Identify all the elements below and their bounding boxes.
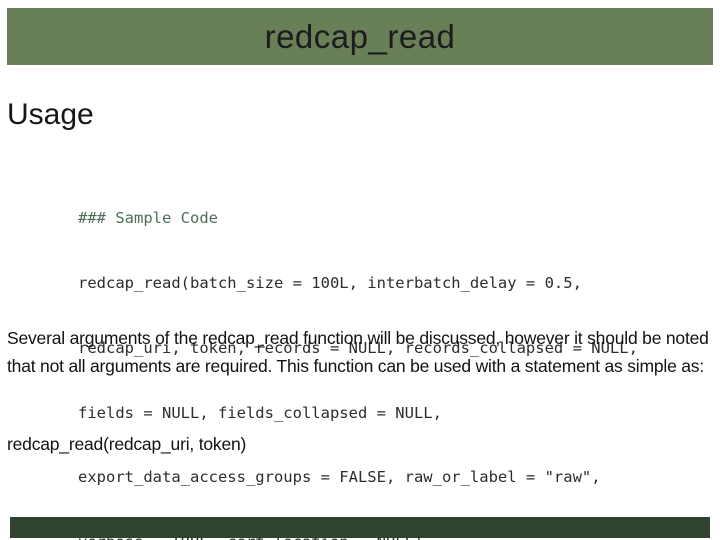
code-line: export_data_access_groups = FALSE, raw_o… xyxy=(78,468,601,487)
code-line: redcap_read(batch_size = 100L, interbatc… xyxy=(78,273,582,292)
title-bar: redcap_read xyxy=(7,8,713,65)
footer-bar xyxy=(10,517,710,538)
code-line: redcap_uri, token, records = NULL, recor… xyxy=(78,338,638,357)
code-comment-line: ### Sample Code xyxy=(78,209,218,228)
simple-call-text: redcap_read(redcap_uri, token) xyxy=(7,434,247,454)
slide-title: redcap_read xyxy=(264,17,456,55)
code-line: fields = NULL, fields_collapsed = NULL, xyxy=(78,403,442,422)
body-paragraph: Several arguments of the redcap_read fun… xyxy=(7,328,709,376)
section-heading: Usage xyxy=(7,98,94,131)
